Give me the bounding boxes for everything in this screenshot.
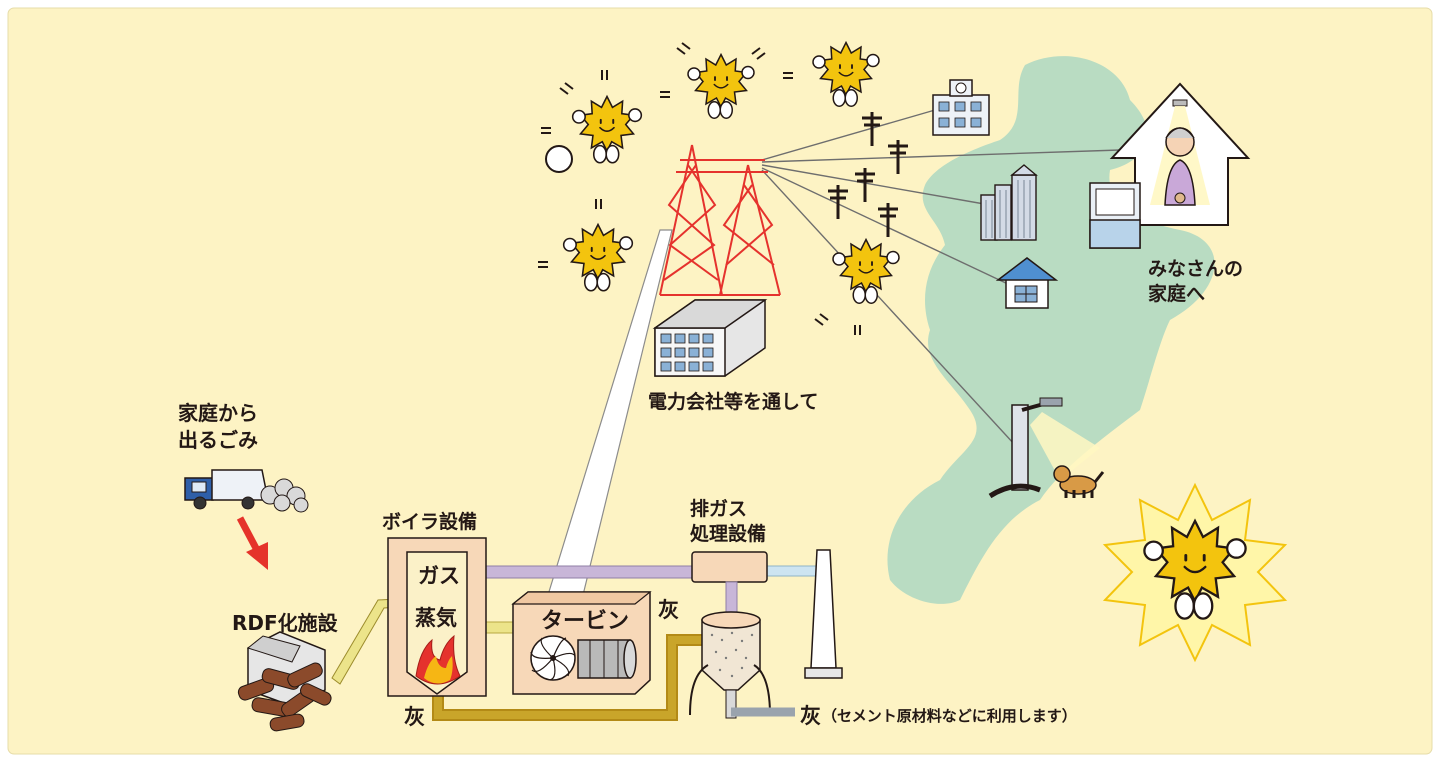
home-with-resident <box>1089 82 1251 249</box>
ash-boiler-label: 灰 <box>404 705 425 729</box>
rdf-facility-label: RDF化施設 <box>232 611 339 635</box>
ash-exhaust-label: 灰 <box>658 598 679 622</box>
gas-label: ガス <box>418 564 460 588</box>
house-icon <box>995 257 1059 309</box>
to-homes-label: みなさんの <box>1148 258 1243 280</box>
gas-pipe <box>469 565 693 579</box>
ash-output-char: 灰 <box>800 704 821 728</box>
household-garbage-label: 家庭から <box>178 401 258 425</box>
transmission-tower-icon <box>659 144 781 296</box>
exhaust-label: 排ガス <box>690 497 747 520</box>
featured-sun-mascot <box>1102 482 1288 663</box>
boiler-label: ボイラ設備 <box>382 510 477 533</box>
grandmother-icon <box>1164 127 1196 206</box>
skyscraper-icon <box>980 164 1038 241</box>
down-arrow-icon <box>236 516 268 570</box>
sun-mascot-icon <box>545 41 900 305</box>
motion-marks <box>538 42 861 335</box>
power-company-label: 電力会社等を通して <box>648 390 818 413</box>
appliance-icon <box>1089 182 1141 249</box>
rdf-fuel-pile-icon <box>237 631 332 732</box>
school-building-icon <box>932 79 990 136</box>
garbage-truck-icon <box>184 469 309 513</box>
turbine-label: タービン <box>541 609 629 634</box>
streetlight-icon <box>988 397 1100 499</box>
power-company-building <box>652 299 768 377</box>
flame-icon <box>415 634 461 685</box>
exhaust-treatment-unit <box>689 551 795 719</box>
power-lines <box>761 109 1121 446</box>
generator-icon <box>577 639 637 679</box>
household-garbage-label-2: 出るごみ <box>178 428 258 452</box>
boiler-unit <box>387 537 487 697</box>
exhaust-label-2: 処理設備 <box>690 522 766 545</box>
steam-label: 蒸気 <box>415 606 457 630</box>
to-homes-label-2: 家庭へ <box>1148 282 1205 305</box>
dog-icon <box>1053 465 1105 498</box>
land-map <box>887 56 1215 604</box>
turbine-unit <box>511 591 652 695</box>
turbine-fan-icon <box>530 635 576 681</box>
chimney-icon <box>804 549 843 679</box>
ash-output-note: （セメント原材料などに利用します） <box>822 707 1077 725</box>
